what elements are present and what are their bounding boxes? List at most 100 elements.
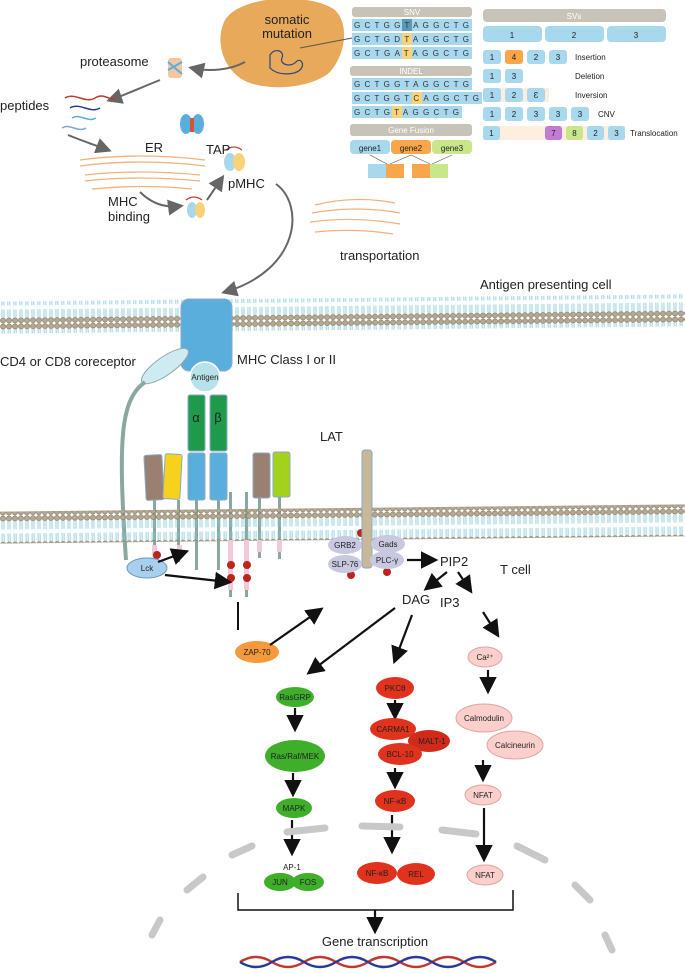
sv-translocation-label: Translocation	[630, 129, 678, 138]
indel-row-2: GCTGGTCAGGCTG	[354, 94, 479, 103]
sv-block-label: 3	[556, 53, 561, 62]
snv-row-2: GCTGDTAGGCTG	[354, 35, 469, 44]
ip3-label: IP3	[440, 595, 460, 610]
dna-helix-icon	[239, 955, 497, 969]
ap1-label: AP-1	[283, 863, 301, 872]
gene2-label: gene2	[400, 144, 423, 153]
sv-block-label: Ɛ	[534, 91, 539, 100]
t-cell-membrane	[0, 504, 685, 544]
nuclear-envelope	[148, 822, 616, 954]
sv-block-label: 1	[490, 110, 495, 119]
antigen-label: Antigen	[191, 373, 218, 382]
indel-title: INDEL	[399, 67, 423, 76]
sv-insertion-label: Insertion	[575, 53, 606, 62]
itam-segments	[152, 540, 282, 590]
sv-block-label: 2	[593, 129, 598, 138]
pink-pathway	[455, 646, 544, 886]
mhc-class-label: MHC Class I or II	[237, 352, 336, 367]
zap70-label: ZAP-70	[243, 648, 271, 657]
grb2-label: GRB2	[334, 541, 356, 550]
sv-ref-label: 3	[634, 31, 639, 40]
rasrafmek-label: Ras/Raf/MEK	[271, 752, 320, 761]
nfat-nuclear-label: NFAT	[475, 871, 495, 880]
sv-block-label: 3	[578, 110, 583, 119]
sv-block-label: 7	[551, 129, 556, 138]
sv-ref-label: 1	[510, 31, 515, 40]
sv-block-label: 1	[490, 91, 495, 100]
sv-block-label: 3	[534, 110, 539, 119]
mhc-binding-label-2: binding	[108, 209, 150, 224]
coreceptor-label: CD4 or CD8 coreceptor	[0, 354, 136, 369]
sv-block-label: 3	[614, 129, 619, 138]
sv-cnv-label: CNV	[598, 110, 616, 119]
apc-label: Antigen presenting cell	[480, 277, 612, 292]
svs-title: SVs	[567, 12, 582, 21]
bcl10-label: BCL-10	[386, 750, 414, 759]
dag-label: DAG	[402, 592, 430, 607]
sv-block-label: 3	[512, 72, 517, 81]
sv-block-label: 2	[512, 110, 517, 119]
beta-label: β	[214, 410, 221, 425]
sv-block-label: 1	[490, 72, 495, 81]
tap-icon	[180, 114, 204, 134]
lck-label: Lck	[141, 564, 154, 573]
lat-label: LAT	[320, 429, 343, 444]
proteasome-icon	[167, 58, 183, 78]
pmhc-label: pMHC	[228, 176, 265, 191]
sv-inversion-label: Inversion	[575, 91, 607, 100]
gene3-label: gene3	[441, 144, 464, 153]
calcineurin-label: Calcineurin	[495, 741, 535, 750]
jun-label: JUN	[272, 878, 288, 887]
plcg-label: PLC-γ	[376, 556, 398, 565]
pkc-label: PKCθ	[385, 684, 406, 693]
rel-label: REL	[408, 870, 424, 879]
sv-block-label: 4	[512, 53, 517, 62]
lat	[361, 449, 373, 569]
peptides-label: peptides	[0, 98, 50, 113]
nfkb-label: NF-κB	[384, 797, 407, 806]
sv-block-label: 8	[572, 129, 577, 138]
fusion-title: Gene Fusion	[388, 126, 434, 135]
indel-row-1: GCTGGTAGGCTG	[354, 80, 469, 89]
somatic-label: somatic	[265, 12, 310, 27]
golgi-icon	[309, 198, 401, 235]
mhc-molecule-icon	[185, 196, 205, 218]
sv-ref-label: 2	[572, 31, 577, 40]
tap-label: TAP	[206, 142, 230, 157]
sv-block-label: 1	[489, 129, 494, 138]
mapk-label: MAPK	[283, 804, 306, 813]
snv-title: SNV	[404, 8, 421, 17]
calcium-label: Ca²⁺	[476, 653, 493, 662]
green-pathway	[264, 687, 325, 891]
carma1-label: CARMA1	[376, 725, 410, 734]
rasgrp-label: RasGRP	[279, 693, 311, 702]
snv-row-3: GCTGATAGGCTG	[354, 49, 469, 58]
er-icon	[79, 155, 206, 190]
gads-label: Gads	[378, 540, 397, 549]
transportation-label: transportation	[340, 248, 420, 263]
nfat-label: NFAT	[473, 791, 493, 800]
gene1-label: gene1	[359, 144, 382, 153]
apc-membrane	[0, 294, 685, 334]
sv-block-label: 1	[490, 53, 495, 62]
tcr-complex	[143, 394, 291, 597]
indel-row-3: GCTGTAGGCTG	[354, 108, 459, 117]
sv-block-label: 2	[512, 91, 517, 100]
sv-deletion-label: Deletion	[575, 72, 604, 81]
slp76-label: SLP-76	[332, 560, 359, 569]
transcription-bracket	[237, 890, 514, 911]
mhc-binding-label-1: MHC	[108, 194, 138, 209]
er-label: ER	[145, 140, 163, 155]
coreceptor	[140, 347, 190, 385]
gene-transcription-label: Gene transcription	[322, 934, 428, 949]
mutation-label: mutation	[262, 26, 312, 41]
nfkb-nuclear-label: NF-κB	[366, 869, 389, 878]
malt1-label: MALT-1	[418, 737, 446, 746]
dna-coil-icon	[269, 49, 304, 75]
fos-label: FOS	[300, 878, 316, 887]
sv-block-label: 3	[556, 110, 561, 119]
t-cell-label: T cell	[500, 562, 531, 577]
phosphate-dots	[153, 529, 391, 582]
